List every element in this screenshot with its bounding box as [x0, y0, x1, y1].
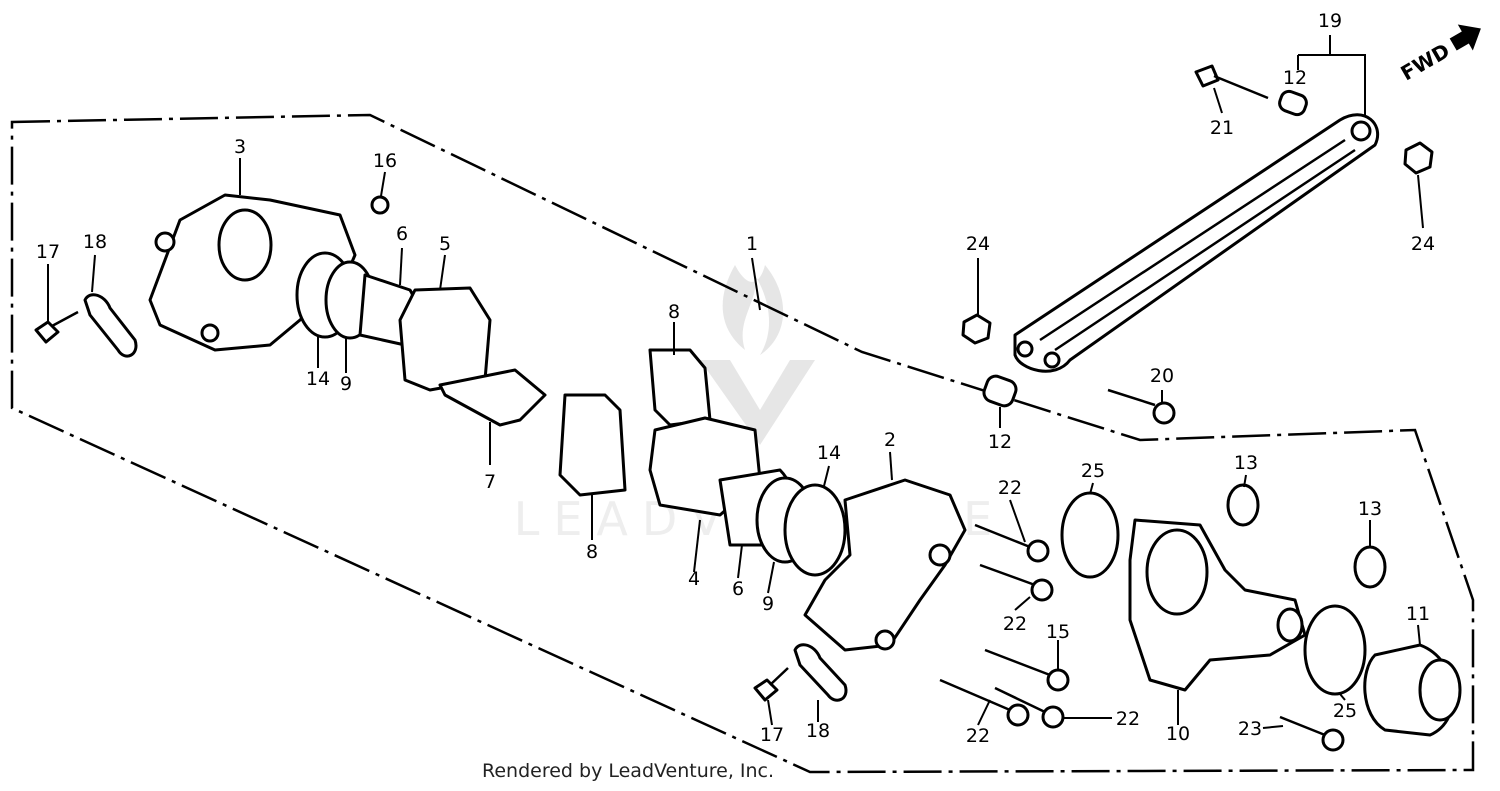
- callout-13-lower: 13: [1358, 498, 1382, 520]
- callout-24-right: 24: [1411, 233, 1435, 255]
- seal-25-upper: [1060, 491, 1120, 579]
- link-18-left: [83, 293, 138, 358]
- caliper-bracket-10: [1128, 518, 1307, 692]
- assembly-boundary: [10, 113, 1475, 774]
- callout-14-right: 14: [817, 442, 841, 464]
- callout-20: 20: [1150, 365, 1174, 387]
- callout-14-left: 14: [306, 368, 330, 390]
- seal-13-upper: [1226, 483, 1260, 527]
- cap-16: [370, 195, 390, 215]
- callout-6-right: 6: [732, 578, 744, 600]
- seal-13-lower: [1353, 545, 1387, 589]
- collar-12-lower: [982, 374, 1018, 408]
- callout-13-upper: 13: [1234, 452, 1258, 474]
- callout-6-left: 6: [396, 223, 408, 245]
- callout-22-d: 22: [1116, 708, 1140, 730]
- callout-21: 21: [1210, 117, 1234, 139]
- callout-5: 5: [439, 233, 451, 255]
- callout-18-right: 18: [806, 720, 830, 742]
- fwd-arrow-icon: [1449, 24, 1481, 51]
- callout-22-c: 22: [966, 725, 990, 747]
- callout-1: 1: [746, 233, 758, 255]
- nut-24-left: [961, 313, 992, 345]
- callout-24-left: 24: [966, 233, 990, 255]
- callout-9-right: 9: [762, 593, 774, 615]
- callout-17-right: 17: [760, 724, 784, 746]
- callout-22-b: 22: [1003, 613, 1027, 635]
- callout-17-left: 17: [36, 241, 60, 263]
- callout-12-top: 12: [1283, 67, 1307, 89]
- dust-cap-11: [1363, 643, 1462, 737]
- callout-labels: 19 12 21 24 24 16 3 6 5 17 18 1 14 9 8 7…: [36, 10, 1435, 747]
- callout-10: 10: [1166, 723, 1190, 745]
- callout-7: 7: [484, 471, 496, 493]
- callout-9-left: 9: [340, 373, 352, 395]
- nut-24-right: [1403, 141, 1434, 175]
- callout-25-upper: 25: [1081, 460, 1105, 482]
- link-18-right: [793, 643, 848, 702]
- callout-3: 3: [234, 136, 246, 158]
- bolt-17-left: [34, 310, 79, 344]
- callout-12-lower: 12: [988, 431, 1012, 453]
- callout-2: 2: [884, 429, 896, 451]
- piston-seal-14-right: [783, 483, 847, 577]
- leader-lines: [47, 35, 1424, 729]
- brake-pad-5: [398, 286, 492, 392]
- bolt-23: [1279, 715, 1345, 752]
- callout-19: 19: [1318, 10, 1342, 32]
- callout-8-upper: 8: [668, 301, 680, 323]
- callout-4: 4: [688, 568, 700, 590]
- bolt-21: [1194, 64, 1269, 100]
- callout-11: 11: [1406, 603, 1430, 625]
- callout-15: 15: [1046, 621, 1070, 643]
- callout-18-left: 18: [83, 231, 107, 253]
- callout-25-lower: 25: [1333, 700, 1357, 722]
- collar-12-top: [1278, 89, 1308, 117]
- pad-spring-7: [438, 368, 547, 427]
- fwd-label: FWD: [1396, 38, 1453, 85]
- footer-credit: Rendered by LeadVenture, Inc.: [482, 760, 775, 782]
- pad-shim-8-lower: [558, 393, 627, 497]
- callout-22-a: 22: [998, 477, 1022, 499]
- bolt-20: [1107, 388, 1176, 425]
- callout-23: 23: [1238, 718, 1262, 740]
- seal-25-lower: [1303, 604, 1367, 696]
- caliper-inner-half-2: [803, 478, 967, 652]
- pad-shim-8-upper: [648, 348, 712, 427]
- callout-8-lower: 8: [586, 541, 598, 563]
- bolt-17-right: [753, 667, 789, 702]
- torque-rod-part: [1013, 113, 1379, 373]
- callout-16: 16: [373, 150, 397, 172]
- forward-direction-marker: FWD: [1396, 24, 1481, 85]
- bolts-22-group: [939, 523, 1070, 729]
